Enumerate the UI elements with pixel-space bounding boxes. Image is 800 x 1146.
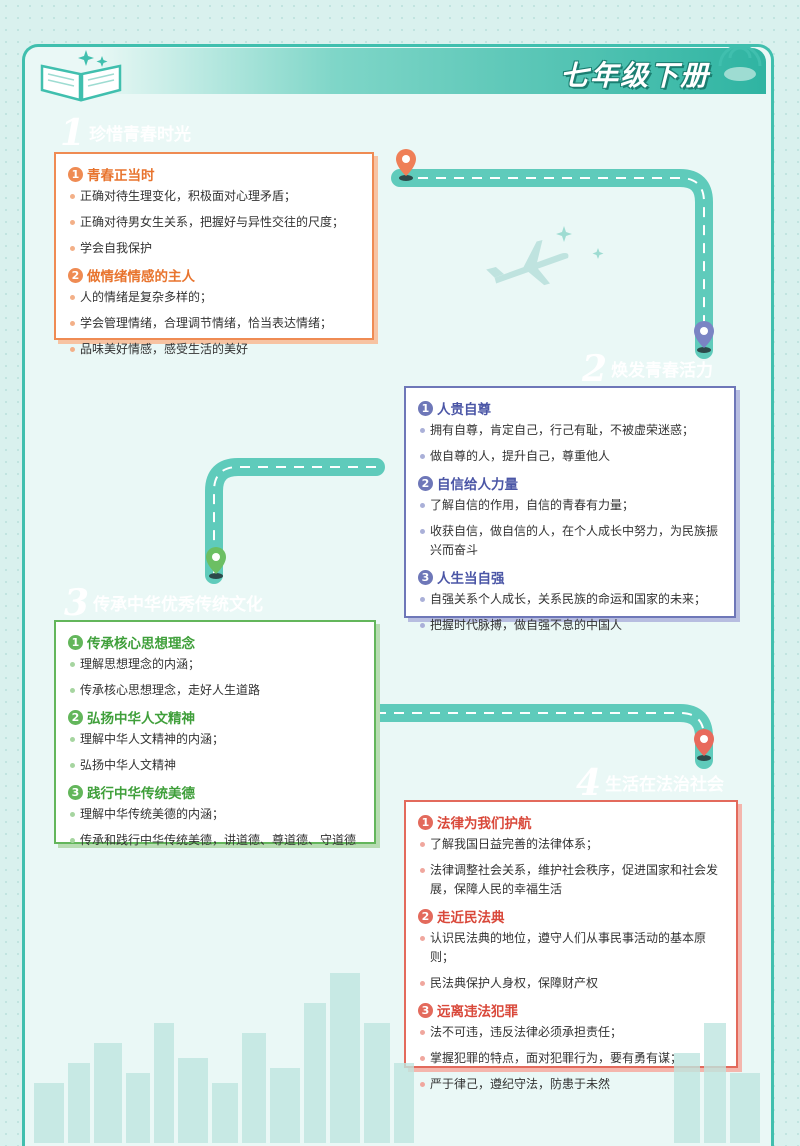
list-item: 传承核心思想理念，走好人生道路 [68, 681, 364, 700]
section-title: 远离违法犯罪 [437, 1004, 518, 1020]
list-item: 人的情绪是复杂多样的； [68, 288, 362, 307]
section-number: 1 [418, 400, 433, 416]
chapter-number: 1 [60, 112, 86, 154]
section-title: 践行中华传统美德 [87, 786, 195, 802]
chapter-2-heading: 2 焕发青春活力 [582, 348, 732, 390]
list-item: 了解我国日益完善的法律体系； [418, 835, 726, 854]
chapter-number: 2 [582, 348, 608, 390]
section-number: 1 [68, 166, 83, 182]
section-title: 人生当自强 [437, 571, 505, 587]
section-number: 2 [68, 709, 83, 725]
section-number: 2 [68, 267, 83, 283]
section-number: 2 [418, 475, 433, 491]
section-title: 法律为我们护航 [437, 816, 532, 832]
location-pin-icon [206, 547, 226, 579]
chapter-title: 生活在法治社会 [605, 775, 725, 795]
list-item: 法不可违，违反法律必须承担责任； [418, 1023, 726, 1042]
section-number: 2 [418, 908, 433, 924]
chapter-number: 4 [576, 762, 602, 804]
section-number: 3 [418, 569, 433, 585]
chapter-title: 珍惜青春时光 [89, 125, 192, 145]
corner-decoration-icon [718, 44, 762, 81]
section-title: 传承核心思想理念 [87, 636, 195, 652]
section-title: 弘扬中华人文精神 [87, 711, 195, 727]
section-title: 人贵自尊 [437, 402, 491, 418]
chapter-4-heading: 4 生活在法治社会 [576, 762, 738, 804]
section-title: 自信给人力量 [437, 477, 518, 493]
list-item: 认识民法典的地位，遵守人们从事民事活动的基本原则； [418, 929, 726, 967]
chapter-number: 3 [64, 582, 90, 624]
chapter-title: 传承中华优秀传统文化 [93, 595, 264, 615]
list-item: 把握时代脉搏，做自强不息的中国人 [418, 616, 724, 635]
section-title: 做情绪情感的主人 [87, 269, 195, 285]
list-item: 理解中华人文精神的内涵； [68, 730, 364, 749]
list-item: 收获自信，做自信的人，在个人成长中努力，为民族振兴而奋斗 [418, 522, 724, 560]
list-item: 弘扬中华人文精神 [68, 756, 364, 775]
list-item: 品味美好情感，感受生活的美好 [68, 340, 362, 359]
location-pin-icon [396, 149, 416, 181]
list-item: 理解中华传统美德的内涵； [68, 805, 364, 824]
section-number: 3 [68, 784, 83, 800]
section-number: 1 [418, 814, 433, 830]
list-item: 自强关系个人成长，关系民族的命运和国家的未来； [418, 590, 724, 609]
list-item: 学会管理情绪，合理调节情绪，恰当表达情绪； [68, 314, 362, 333]
list-item: 做自尊的人，提升自己，尊重他人 [418, 447, 724, 466]
list-item: 正确对待生理变化，积极面对心理矛盾； [68, 187, 362, 206]
section-title: 走近民法典 [437, 910, 505, 926]
list-item: 严于律己，遵纪守法，防患于未然 [418, 1075, 726, 1094]
list-item: 掌握犯罪的特点，面对犯罪行为，要有勇有谋； [418, 1049, 726, 1068]
book-icon [40, 50, 122, 102]
page-title: 七年级下册 [559, 59, 710, 92]
location-pin-icon [694, 729, 714, 761]
section-number: 1 [68, 634, 83, 650]
list-item: 传承和践行中华传统美德，讲道德、尊道德、守道德 [68, 831, 364, 850]
chapter-1-heading: 1 珍惜青春时光 [60, 112, 220, 154]
location-pin-icon [694, 321, 714, 353]
chapter-title: 焕发青春活力 [611, 361, 714, 381]
list-item: 理解思想理念的内涵； [68, 655, 364, 674]
airplane-icon [486, 239, 569, 286]
list-item: 学会自我保护 [68, 239, 362, 258]
list-item: 民法典保护人身权，保障财产权 [418, 974, 726, 993]
list-item: 拥有自尊，肯定自己，行己有耻，不被虚荣迷惑； [418, 421, 724, 440]
chapter-3-heading: 3 传承中华优秀传统文化 [64, 582, 284, 624]
list-item: 法律调整社会关系，维护社会秩序，促进国家和社会发展，保障人民的幸福生活 [418, 861, 726, 899]
section-number: 3 [418, 1002, 433, 1018]
list-item: 了解自信的作用，自信的青春有力量； [418, 496, 724, 515]
header-banner [102, 48, 766, 94]
city-skyline-illustration [34, 973, 760, 1143]
section-title: 青春正当时 [87, 168, 155, 184]
list-item: 正确对待男女生关系，把握好与异性交往的尺度； [68, 213, 362, 232]
